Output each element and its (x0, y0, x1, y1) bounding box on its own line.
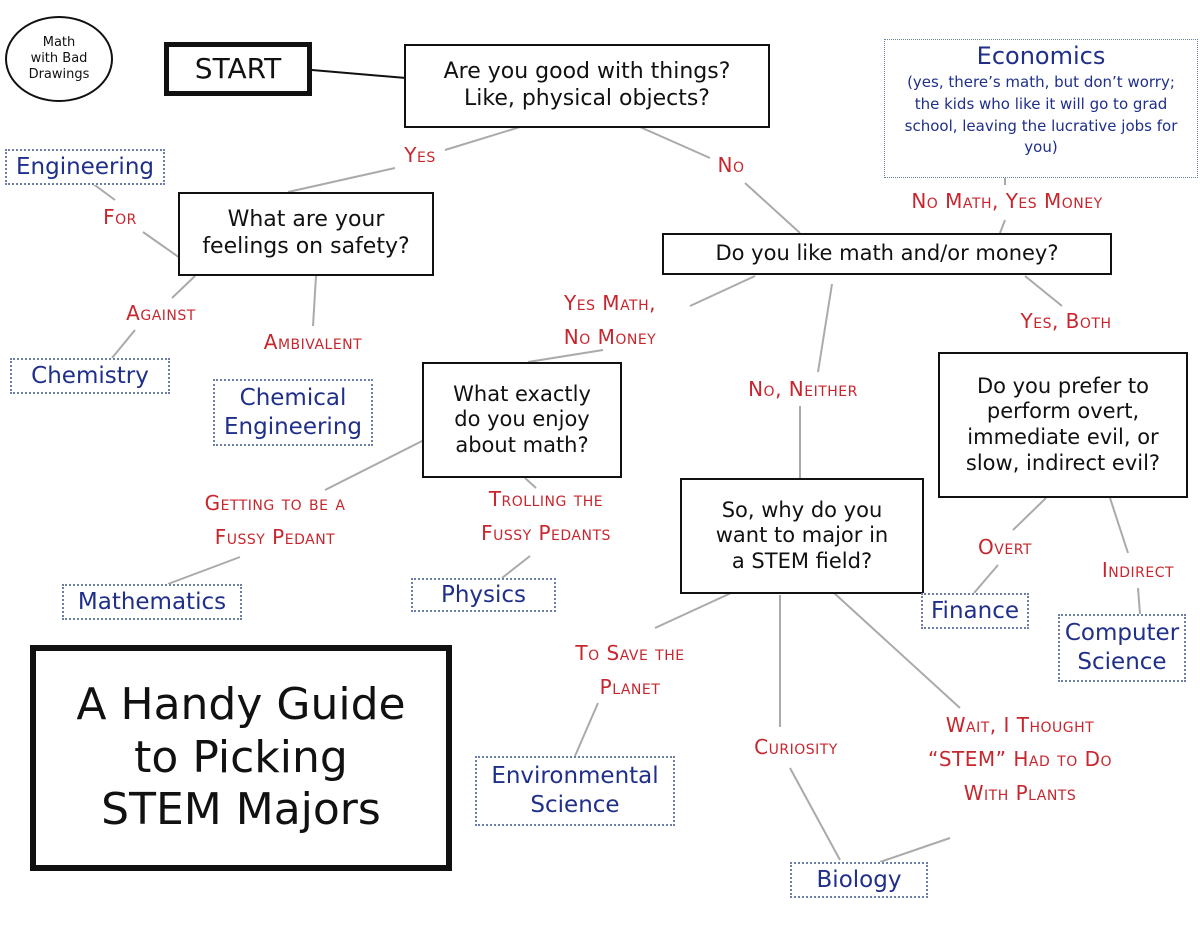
major-economics: Economics (yes, there’s math, but don’t … (884, 39, 1198, 178)
guide-title: A Handy Guide to Picking STEM Majors (76, 678, 406, 836)
major-mathematics: Mathematics (62, 584, 242, 620)
major-chemical-engineering: Chemical Engineering (213, 379, 373, 446)
question-math-money: Do you like math and/or money? (662, 233, 1112, 275)
answer-yes-both: Yes, Both (1020, 309, 1112, 333)
answer-no-math-yes-money: No Math, Yes Money (911, 189, 1103, 213)
connector-safety-for (142, 231, 181, 259)
question-why-stem: So, why do you want to major in a STEM f… (680, 478, 924, 594)
major-computer-science: Computer Science (1058, 614, 1186, 682)
connector-why-plants (821, 581, 961, 709)
major-environmental-science: Environmental Science (475, 756, 675, 826)
start-box: START (164, 42, 312, 96)
connector-start-things (311, 69, 407, 79)
answer-no-neither: No, Neither (748, 377, 858, 401)
answer-curiosity: Curiosity (754, 735, 838, 759)
major-chemistry: Chemistry (10, 358, 170, 394)
connector-safety-against (171, 275, 196, 299)
connector-mathmoney-neither (817, 283, 833, 373)
answer-for: For (103, 205, 137, 229)
answer-yes-math-no-money: Yes Math, No Money (563, 291, 657, 349)
connector-fussy-mathematics (167, 556, 241, 585)
connector-things-no (639, 126, 711, 159)
question-evil: Do you prefer to perform overt, immediat… (938, 352, 1188, 498)
math-with-bad-drawings-logo: Math with Bad Drawings (5, 16, 113, 102)
major-engineering: Engineering (5, 149, 165, 185)
question-enjoy-math: What exactly do you enjoy about math? (422, 362, 622, 478)
connector-saveplanet-env (574, 702, 599, 757)
answer-ambivalent: Ambivalent (263, 330, 363, 354)
major-biology: Biology (790, 862, 928, 898)
major-physics: Physics (411, 578, 556, 612)
answer-against: Against (126, 301, 196, 325)
connector-indirect-cs (1137, 587, 1141, 615)
guide-title-box: A Handy Guide to Picking STEM Majors (30, 645, 452, 871)
answer-overt: Overt (978, 535, 1032, 559)
connector-curiosity-biology (789, 767, 841, 861)
connector-things-yes (444, 126, 521, 151)
question-safety: What are your feelings on safety? (178, 192, 434, 276)
connector-mathmoney-yesboth (1024, 275, 1063, 307)
connector-evil-overt (1012, 497, 1047, 531)
economics-title: Economics (976, 42, 1106, 70)
connector-trolling-physics (501, 555, 531, 579)
major-finance: Finance (921, 593, 1029, 629)
answer-plants: Wait, I Thought “STEM” Had to Do With Pl… (928, 713, 1112, 805)
connector-overt-finance (973, 564, 999, 594)
connector-for-engineering (91, 182, 116, 201)
connector-plants-biology (879, 837, 951, 863)
answer-fussy-pedant: Getting to be a Fussy Pedant (204, 491, 346, 549)
connector-yesmath-enjoy (527, 349, 604, 363)
connector-against-chemistry (111, 329, 136, 359)
answer-indirect: Indirect (1101, 558, 1175, 582)
answer-save-planet: To Save the Planet (575, 641, 685, 699)
connector-mathmoney-yesmath (689, 275, 756, 307)
connector-mathmoney-nomath (999, 219, 1006, 234)
connector-safety-ambivalent (312, 275, 317, 327)
economics-note: (yes, there’s math, but don’t worry; the… (904, 73, 1178, 157)
answer-no: No (717, 153, 745, 177)
connector-enjoy-fussy (324, 437, 429, 491)
answer-yes: Yes (404, 143, 436, 167)
answer-trolling: Trolling the Fussy Pedants (481, 487, 611, 545)
question-things: Are you good with things? Like, physical… (404, 44, 770, 128)
connector-enjoy-trolling (524, 477, 537, 489)
connector-evil-indirect (1109, 497, 1129, 554)
connector-yes-safety (287, 167, 396, 193)
connector-no-mathmoney (744, 182, 801, 234)
